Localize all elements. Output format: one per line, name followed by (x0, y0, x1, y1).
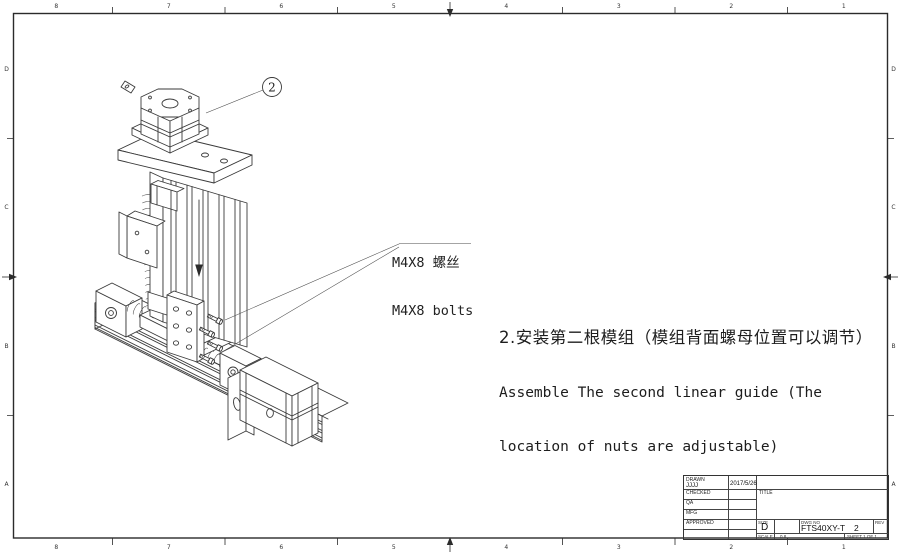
drawn-name: JJJJ (686, 483, 698, 489)
rev-label: REV (875, 520, 885, 525)
drawn-label: DRAWN (686, 476, 705, 483)
scale-label: SCALE (758, 533, 773, 539)
centering-mark-top (446, 2, 454, 17)
dwg-no-label: DWG NO (801, 520, 820, 525)
step-note-zh: 2.安装第二根模组（模组背面螺母位置可以调节） (499, 328, 873, 347)
z-top-bearing (150, 180, 185, 212)
assembly-direction-arrow (195, 199, 203, 277)
leader-lines (205, 89, 471, 356)
size-value: D (761, 522, 769, 533)
qa-label: QA (686, 500, 694, 506)
title-block: DRAWN JJJJ 2017/5/26 CHECKED QA MFG APPR… (683, 475, 889, 540)
bolt-callout-label: M4X8 螺丝 M4X8 bolts (392, 223, 473, 351)
z-nut-housing (118, 210, 166, 269)
assembly-drawing: 2 (94, 77, 471, 447)
step-note-en-2: location of nuts are adjustable) (499, 438, 779, 455)
bolt-callout-zh: M4X8 螺丝 (392, 255, 460, 271)
scale-value: 0.8 (780, 533, 787, 539)
bolt-callout-en: M4X8 bolts (392, 303, 474, 319)
approved-label: APPROVED (686, 520, 714, 526)
z-axis-stepper-motor (120, 80, 209, 154)
step-note: 2.安装第二根模组（模组背面螺母位置可以调节） Assemble The sec… (499, 289, 873, 493)
centering-mark-left (2, 273, 17, 281)
balloon-callout: 2 (262, 77, 282, 97)
centering-mark-right (883, 273, 898, 281)
step-note-en-1: Assemble The second linear guide (The (499, 385, 823, 401)
x-axis-stepper-motor (239, 356, 319, 447)
sheet-label: SHEET 1 OF 1 (847, 533, 877, 539)
left-bearing-seat (95, 282, 143, 338)
dwg-no-extra: 2 (854, 522, 859, 533)
title-label: TITLE (759, 490, 773, 496)
balloon-number: 2 (268, 81, 276, 95)
checked-label: CHECKED (686, 490, 711, 496)
size-label: SIZE (758, 520, 769, 525)
dwg-no-value: FTS40XY-T (801, 522, 846, 533)
centering-mark-bottom (446, 537, 454, 552)
drawn-date: 2017/5/26 (730, 480, 757, 487)
nut-bracket-plate (166, 290, 205, 363)
mfg-label: MFG (686, 510, 698, 516)
